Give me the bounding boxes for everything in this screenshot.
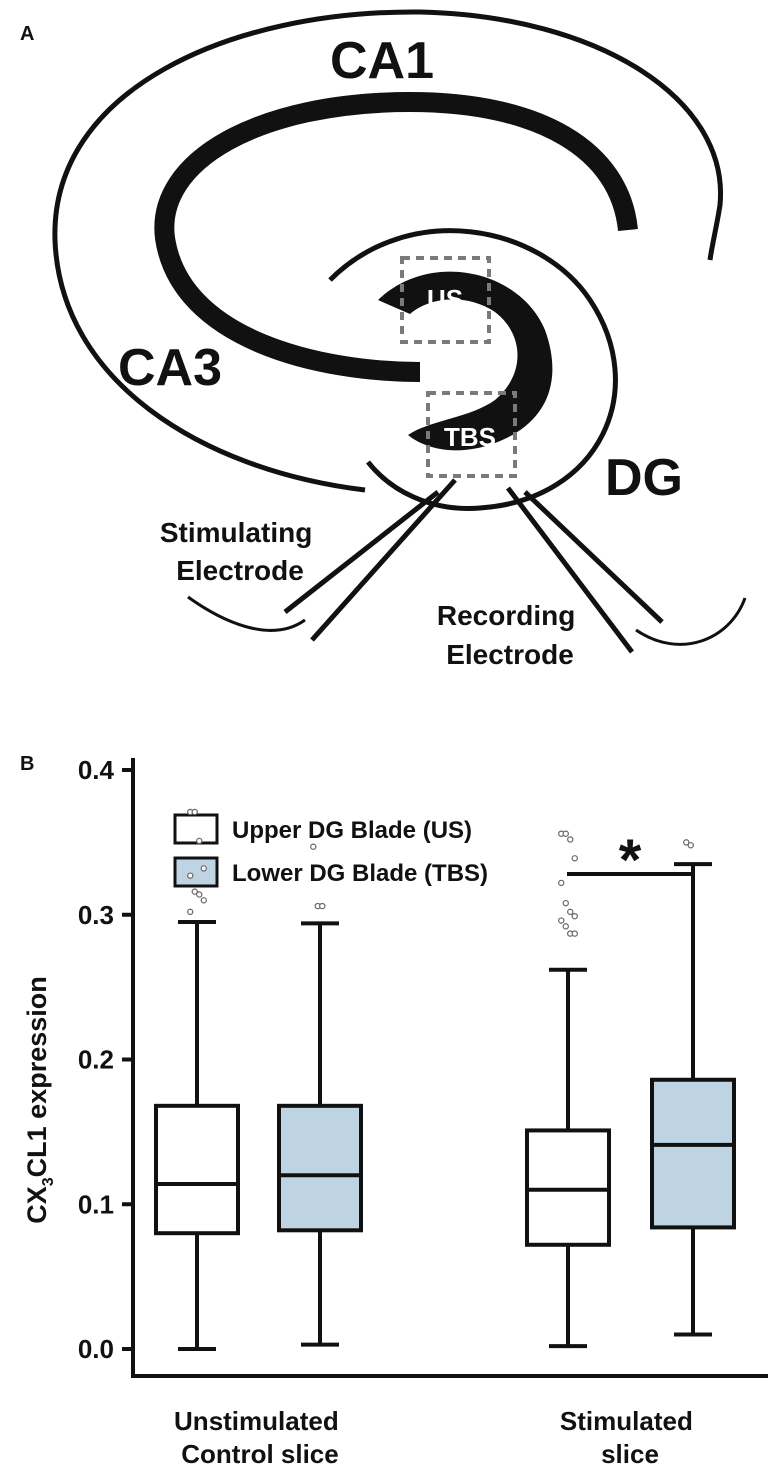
dg-outer-arc: [328, 228, 618, 511]
outlier-point: [191, 888, 198, 895]
outer-ca-arc: [52, 9, 723, 493]
outlier-point: [571, 912, 578, 920]
outlier-point: [562, 899, 569, 907]
pyramidal-layer: [154, 91, 638, 382]
granule-cell-layer: [378, 271, 553, 451]
outlier-point: [558, 917, 565, 924]
y-ticks: 0.0 0.1 0.2 0.3 0.4: [78, 755, 133, 1364]
outlier-point: [562, 830, 569, 837]
stim-electrode-tail: [187, 595, 306, 632]
y-tick-label: 0.4: [78, 755, 115, 785]
outlier-point: [558, 879, 565, 887]
y-tick-label: 0.0: [78, 1334, 114, 1364]
y-tick-label: 0.3: [78, 900, 114, 930]
stim-electrode-line-1: [283, 490, 440, 614]
outlier-point: [571, 930, 578, 937]
rec-electrode-line-1: [506, 486, 634, 654]
legend-swatch-upper: [173, 813, 219, 845]
outlier-point: [200, 897, 207, 904]
lower-blade-label: TBS: [444, 422, 496, 452]
box-stimulated-us: [525, 830, 611, 1349]
box-plots: [154, 808, 736, 1351]
rec-electrode-line-2: [523, 490, 664, 624]
outlier-point: [567, 836, 574, 843]
rec-electrode-label: Recording Electrode: [437, 600, 583, 670]
legend: Upper DG Blade (US) Lower DG Blade (TBS): [173, 813, 488, 888]
legend-swatch-lower: [173, 856, 219, 888]
panel-a-label: A: [20, 23, 34, 45]
iqr-box: [650, 1077, 736, 1230]
stim-electrode-label: Stimulating Electrode: [160, 517, 320, 586]
outlier-point: [571, 855, 578, 862]
ca3-label: CA3: [118, 339, 222, 397]
y-axis-label: CX3CL1 expression: [22, 976, 57, 1224]
upper-blade-label: US: [427, 284, 463, 314]
box-stimulated-tbs: [650, 839, 736, 1337]
iqr-box: [277, 1103, 363, 1233]
significance-star: *: [619, 828, 642, 893]
group-label-stimulated: Stimulated slice: [560, 1406, 700, 1469]
outlier-point: [187, 908, 194, 916]
dg-label: DG: [605, 449, 683, 507]
outlier-point: [196, 837, 203, 845]
panel-b-label: B: [20, 753, 34, 775]
lower-blade-box: [426, 391, 517, 478]
iqr-box: [154, 1103, 240, 1236]
upper-blade-box: [400, 256, 491, 344]
outlier-point: [567, 908, 574, 916]
outlier-point: [187, 872, 194, 879]
iqr-box: [525, 1128, 611, 1247]
y-tick-label: 0.1: [78, 1189, 114, 1219]
outlier-point: [191, 808, 198, 816]
outlier-point: [687, 842, 694, 849]
panel-a: A US TBS CA1 CA3 DG Stimulating Electrod…: [20, 9, 747, 670]
outlier-point: [319, 902, 326, 910]
outlier-point: [562, 923, 569, 930]
ca1-label: CA1: [330, 32, 434, 90]
group-label-unstimulated: Unstimulated Control slice: [174, 1406, 346, 1469]
rec-electrode-tail: [635, 597, 747, 646]
panel-b: B Upper DG Blade (US) Lower DG Blade (TB…: [20, 753, 768, 1469]
outlier-point: [683, 839, 690, 846]
legend-label-lower: Lower DG Blade (TBS): [232, 860, 488, 887]
box-unstimulated-us: [154, 808, 240, 1351]
legend-label-upper: Upper DG Blade (US): [232, 817, 472, 844]
outlier-point: [200, 865, 207, 872]
outlier-point: [310, 843, 317, 850]
y-tick-label: 0.2: [78, 1045, 114, 1075]
box-unstimulated-tbs: [277, 843, 363, 1347]
stim-electrode-line-2: [310, 478, 457, 642]
outlier-point: [196, 891, 203, 898]
